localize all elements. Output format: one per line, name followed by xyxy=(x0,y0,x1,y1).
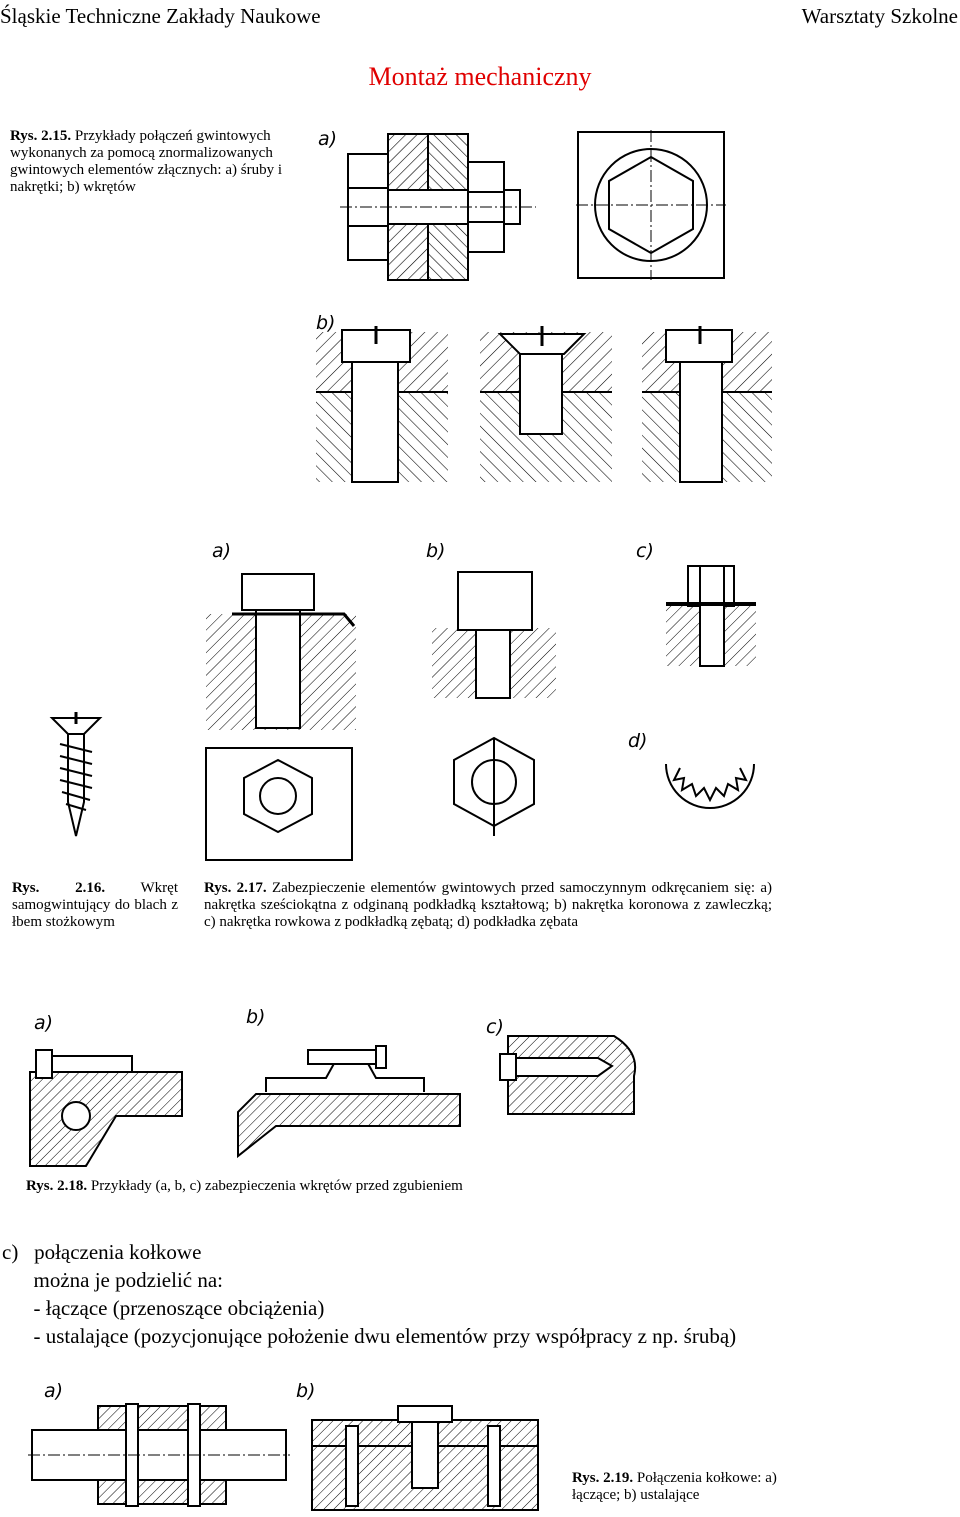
fig-2-18-label-b: b) xyxy=(246,1006,266,1028)
castle-nut-cotter-pin-drawing xyxy=(432,571,556,836)
bolt-nut-section-drawing xyxy=(340,133,536,281)
fig-2-15-caption: Rys. 2.15. Przykłady połączeń gwintowych… xyxy=(10,128,290,196)
fig-2-19-label-a: a) xyxy=(44,1380,64,1402)
header-right: Warsztaty Szkolne xyxy=(801,4,958,28)
locating-pins-drawing xyxy=(311,1405,539,1511)
round-nut-toothed-washer-drawing xyxy=(666,565,756,667)
fig-2-15-text: Przykłady połączeń gwintowych wykonanych… xyxy=(10,128,282,195)
fig-2-19-label-b: b) xyxy=(296,1380,316,1402)
fig-2-16-number: Rys. 2.16. xyxy=(12,880,106,896)
nut-top-view-drawing xyxy=(576,130,726,280)
fig-2-18-number: Rys. 2.18. xyxy=(26,1178,88,1194)
captive-screw-a-drawing xyxy=(29,1049,183,1167)
fig-2-19-caption: Rys. 2.19. Połączenia kołkowe: a) łącząc… xyxy=(572,1470,792,1504)
fig-2-19-text: Połączenia kołkowe: a) łączące; b) ustal… xyxy=(572,1470,777,1503)
self-tapping-screw-drawing xyxy=(49,712,103,837)
fig-2-17-caption: Rys. 2.17. Zabezpieczenie elementów gwin… xyxy=(204,880,772,931)
section-c-line-3: - łączące (przenoszące obciążenia) xyxy=(2,1296,325,1320)
fig-2-17-text: Zabezpieczenie elementów gwintowych prze… xyxy=(204,880,772,930)
fig-2-16-text: Wkręt samogwintujący do blach z łbem sto… xyxy=(12,880,178,930)
fig-2-17-label-a: a) xyxy=(212,540,232,562)
toothed-washer-drawing xyxy=(665,763,755,809)
fig-2-15-label-a: a) xyxy=(318,128,338,150)
section-c-line-1: c) połączenia kołkowe xyxy=(2,1240,202,1264)
fig-2-17-label-b: b) xyxy=(426,540,446,562)
fig-2-18-text: Przykłady (a, b, c) zabezpieczenia wkręt… xyxy=(90,1178,463,1194)
screw-joints-section-drawing xyxy=(316,326,772,483)
fig-2-16-caption: Rys. 2.16. Wkręt samogwintujący do blach… xyxy=(12,880,178,931)
connecting-pins-drawing xyxy=(28,1403,290,1507)
fig-2-19-number: Rys. 2.19. xyxy=(572,1470,634,1486)
captive-screw-b-drawing xyxy=(237,1045,461,1159)
fig-2-15-number: Rys. 2.15. xyxy=(10,128,72,144)
fig-2-18-label-a: a) xyxy=(34,1012,54,1034)
captive-screw-c-drawing xyxy=(499,1035,636,1115)
fig-2-17-label-d: d) xyxy=(628,730,648,752)
fig-2-17-number: Rys. 2.17. xyxy=(204,880,267,896)
section-c-line-4: - ustalające (pozycjonujące położenie dw… xyxy=(2,1324,737,1348)
section-c-line-2: można je podzielić na: xyxy=(2,1268,224,1292)
fig-2-18-label-c: c) xyxy=(486,1016,504,1038)
hex-nut-tab-washer-drawing xyxy=(205,573,356,861)
fig-2-17-label-c: c) xyxy=(636,540,654,562)
fig-2-18-caption: Rys. 2.18. Przykłady (a, b, c) zabezpiec… xyxy=(26,1178,646,1195)
fig-2-15-label-b: b) xyxy=(316,312,336,334)
header-left: Śląskie Techniczne Zakłady Naukowe xyxy=(0,4,321,28)
page-title: Montaż mechaniczny xyxy=(368,62,592,91)
